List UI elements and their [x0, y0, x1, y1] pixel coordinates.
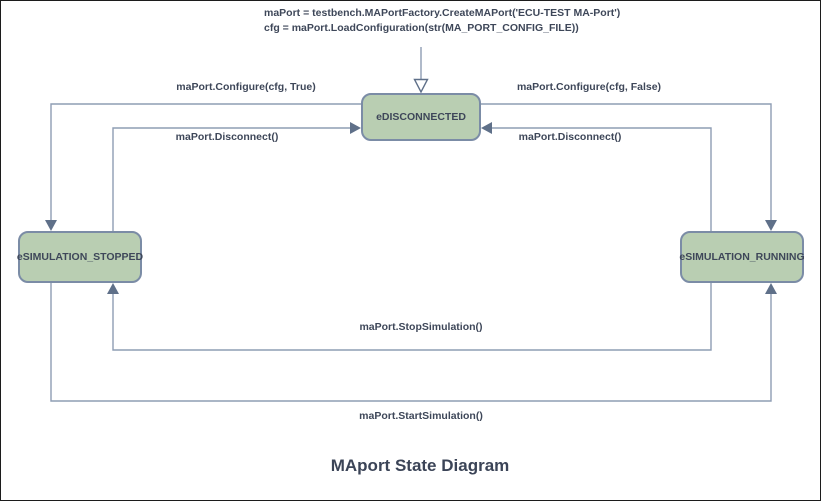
edge-configure-false	[481, 103, 772, 222]
state-simulation-running: eSIMULATION_RUNNING	[679, 231, 805, 283]
edge-label-configure-true: maPort.Configure(cfg, True)	[176, 81, 316, 93]
edge-disconnect-left	[112, 127, 351, 231]
state-disconnected: eDISCONNECTED	[361, 93, 481, 141]
arrowhead-configure-true	[45, 220, 57, 231]
edge-label-disconnect-from-stopped: maPort.Disconnect()	[175, 131, 279, 143]
arrowhead-configure-false	[765, 220, 777, 231]
edge-start-simulation	[50, 283, 772, 402]
edge-label-start-simulation: maPort.StartSimulation()	[359, 410, 483, 422]
edge-label-stop-simulation: maPort.StopSimulation()	[359, 321, 483, 333]
arrowhead-disconnect-right	[481, 122, 492, 134]
edge-disconnect-right	[491, 127, 712, 231]
initial-arrowhead-hollow	[413, 78, 429, 94]
edge-stop-simulation	[112, 283, 712, 351]
arrowhead-stop-simulation	[107, 283, 119, 294]
edge-configure-true	[50, 103, 361, 222]
edge-label-disconnect-from-running: maPort.Disconnect()	[518, 131, 622, 143]
init-code: maPort = testbench.MAPortFactory.CreateM…	[264, 6, 620, 36]
edge-label-configure-false: maPort.Configure(cfg, False)	[516, 81, 662, 93]
init-code-line2: cfg = maPort.LoadConfiguration(str(MA_PO…	[264, 22, 579, 34]
init-code-line1: maPort = testbench.MAPortFactory.CreateM…	[264, 7, 621, 19]
arrowhead-start-simulation	[765, 283, 777, 294]
state-simulation-stopped: eSIMULATION_STOPPED	[17, 231, 143, 283]
diagram-title: MAport State Diagram	[330, 456, 510, 475]
arrowhead-disconnect-left	[350, 122, 361, 134]
